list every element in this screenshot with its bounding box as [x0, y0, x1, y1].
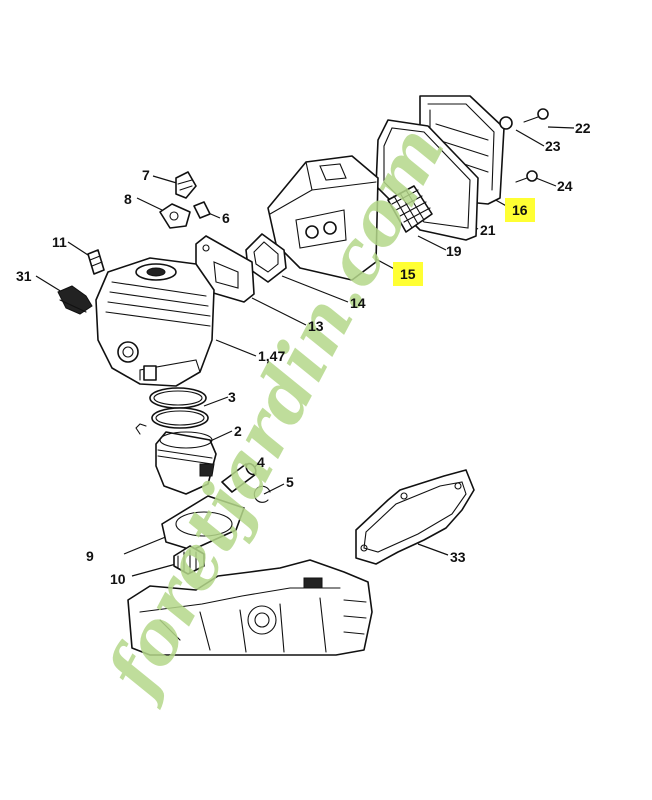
callout-15: 15: [393, 262, 423, 286]
callout-9: 9: [86, 548, 94, 564]
callout-11: 11: [52, 234, 67, 250]
callout-14: 14: [350, 295, 366, 311]
piston-pin: [221, 462, 257, 493]
needle-cage: [173, 545, 205, 575]
piston: [155, 431, 217, 495]
callout-13: 13: [308, 318, 324, 334]
callout-23: 23: [545, 138, 561, 154]
callout-1-47: 1,47: [258, 348, 286, 364]
spark-screen: [387, 185, 433, 233]
crankcase-gasket: [355, 469, 475, 565]
spark-plug: [87, 249, 105, 275]
muffler-gasket: [245, 233, 287, 283]
callout-4: 4: [257, 454, 265, 470]
callout-33: 33: [450, 549, 466, 565]
callout-6: 6: [222, 210, 230, 226]
callout-7: 7: [142, 167, 150, 183]
cover-screws: [499, 108, 549, 183]
callout-5: 5: [286, 474, 294, 490]
sleeve-parts: [159, 171, 211, 229]
cylinder-base-gasket: [161, 495, 245, 551]
callout-8: 8: [124, 191, 132, 207]
callout-2: 2: [234, 423, 242, 439]
piston-rings: [135, 387, 209, 435]
callout-16: 16: [505, 198, 535, 222]
decompression-valve: [57, 285, 93, 315]
callout-21: 21: [480, 222, 496, 238]
crankcase: [127, 559, 373, 656]
callout-10: 10: [110, 571, 126, 587]
circlip: [253, 485, 271, 503]
callout-3: 3: [228, 389, 236, 405]
callout-24: 24: [557, 178, 573, 194]
callout-22: 22: [575, 120, 591, 136]
callout-19: 19: [446, 243, 462, 259]
callout-31: 31: [16, 268, 32, 284]
cylinder: [95, 257, 215, 387]
muffler-body: [267, 155, 379, 281]
